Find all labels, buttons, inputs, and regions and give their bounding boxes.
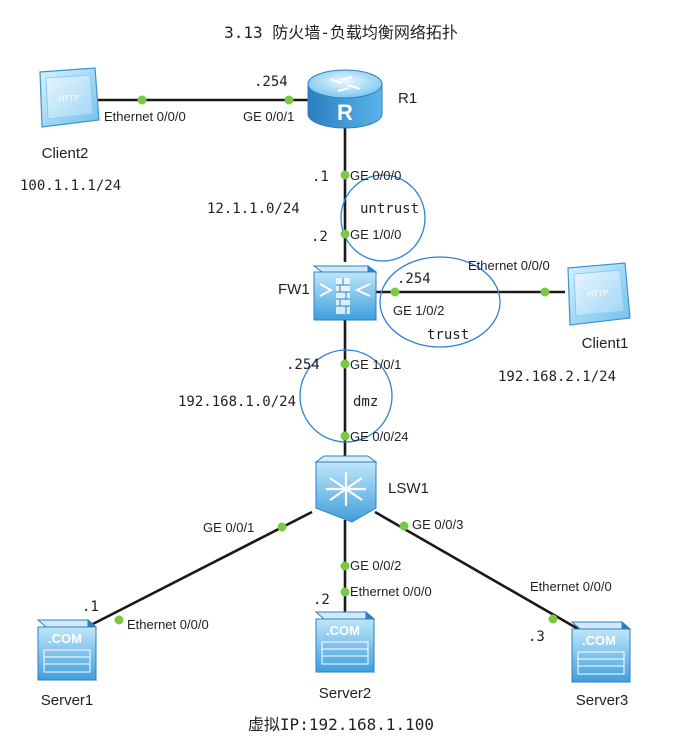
server2-com-label: .COM <box>326 623 360 638</box>
r1-g000-label: GE 0/0/0 <box>350 168 401 183</box>
fw-g100-host: .2 <box>311 229 328 245</box>
client1-pc-icon[interactable]: HTTP <box>567 262 631 326</box>
server1-eth-label: Ethernet 0/0/0 <box>127 617 209 632</box>
switch-lsw1-icon[interactable] <box>314 455 378 523</box>
client2-eth-label: Ethernet 0/0/0 <box>104 109 186 124</box>
port-dot-client1-eth <box>540 287 550 297</box>
links <box>84 98 581 632</box>
port-dot-client2-eth <box>137 95 147 105</box>
r1-g000-host: .1 <box>312 169 329 185</box>
port-dot-r1-g001 <box>284 95 294 105</box>
server1-name: Server1 <box>41 692 94 709</box>
router-r1-icon[interactable]: R <box>307 69 383 129</box>
client1-name: Client1 <box>582 335 629 352</box>
client2-http-label: HTTP <box>58 93 79 103</box>
fw-g101-host: .254 <box>286 357 320 373</box>
zone-trust-label: trust <box>427 327 469 343</box>
fw-g101-label: GE 1/0/1 <box>350 357 401 372</box>
server2-icon[interactable]: .COM <box>314 610 376 674</box>
fw1-name: FW1 <box>278 281 310 298</box>
net-12: 12.1.1.0/24 <box>207 201 300 217</box>
port-dot-server3-eth <box>548 614 558 624</box>
server2-eth-label: Ethernet 0/0/0 <box>350 584 432 599</box>
lsw-g002-label: GE 0/0/2 <box>350 558 401 573</box>
fw-g100-label: GE 1/0/0 <box>350 227 401 242</box>
port-dot-fw-g102 <box>390 287 400 297</box>
firewall-fw1-icon[interactable] <box>312 265 378 321</box>
client2-name: Client2 <box>42 145 89 162</box>
port-dot-lsw-g002 <box>340 561 350 571</box>
router-r-letter: R <box>337 100 353 125</box>
net-192-1: 192.168.1.0/24 <box>178 394 296 410</box>
fw-g102-host: .254 <box>397 271 431 287</box>
lsw-g0024-label: GE 0/0/24 <box>350 429 409 444</box>
r1-g001-host: .254 <box>254 74 288 90</box>
port-dot-r1-g000 <box>340 170 350 180</box>
server3-icon[interactable]: .COM <box>570 620 632 684</box>
server1-com-label: .COM <box>48 631 82 646</box>
link-lsw1-server3 <box>374 510 581 632</box>
zone-untrust-label: untrust <box>360 201 419 217</box>
port-dot-lsw-g0024 <box>340 431 350 441</box>
server2-name: Server2 <box>319 685 372 702</box>
port-dots <box>114 95 558 625</box>
zone-ring-dmz <box>299 349 393 443</box>
server1-icon[interactable]: .COM <box>36 618 98 682</box>
port-dot-lsw-g003 <box>399 521 409 531</box>
client2-pc-icon[interactable]: HTTP <box>39 67 100 128</box>
client2-ip: 100.1.1.1/24 <box>20 178 121 194</box>
zone-dmz-label: dmz <box>353 394 378 410</box>
lsw-g003-label: GE 0/0/3 <box>412 517 463 532</box>
server1-host: .1 <box>82 599 99 615</box>
client1-ip: 192.168.2.1/24 <box>498 369 616 385</box>
lsw1-name: LSW1 <box>388 480 429 497</box>
server3-host: .3 <box>528 629 545 645</box>
lsw-g001-label: GE 0/0/1 <box>203 520 254 535</box>
link-lsw1-server1 <box>84 510 313 630</box>
server3-name: Server3 <box>576 692 629 709</box>
port-dot-fw-g101 <box>340 359 350 369</box>
zone-ring-untrust <box>340 174 426 262</box>
diagram-title: 3.13 防火墙-负载均衡网络拓扑 <box>224 23 458 42</box>
port-dot-fw-g100 <box>340 229 350 239</box>
r1-g001-label: GE 0/0/1 <box>243 109 294 124</box>
server3-eth-label: Ethernet 0/0/0 <box>530 579 612 594</box>
client1-http-label: HTTP <box>587 288 608 298</box>
r1-name: R1 <box>398 90 417 107</box>
port-dot-lsw-g001 <box>277 522 287 532</box>
zone-ring-trust <box>379 256 501 348</box>
zone-rings <box>299 174 501 443</box>
port-dot-server2-eth <box>340 587 350 597</box>
fw-g102-label: GE 1/0/2 <box>393 303 444 318</box>
server3-com-label: .COM <box>582 633 616 648</box>
virtual-ip-label: 虚拟IP:192.168.1.100 <box>248 715 434 734</box>
port-dot-server1-eth <box>114 615 124 625</box>
client1-eth-label: Ethernet 0/0/0 <box>468 258 550 273</box>
server2-host: .2 <box>313 592 330 608</box>
